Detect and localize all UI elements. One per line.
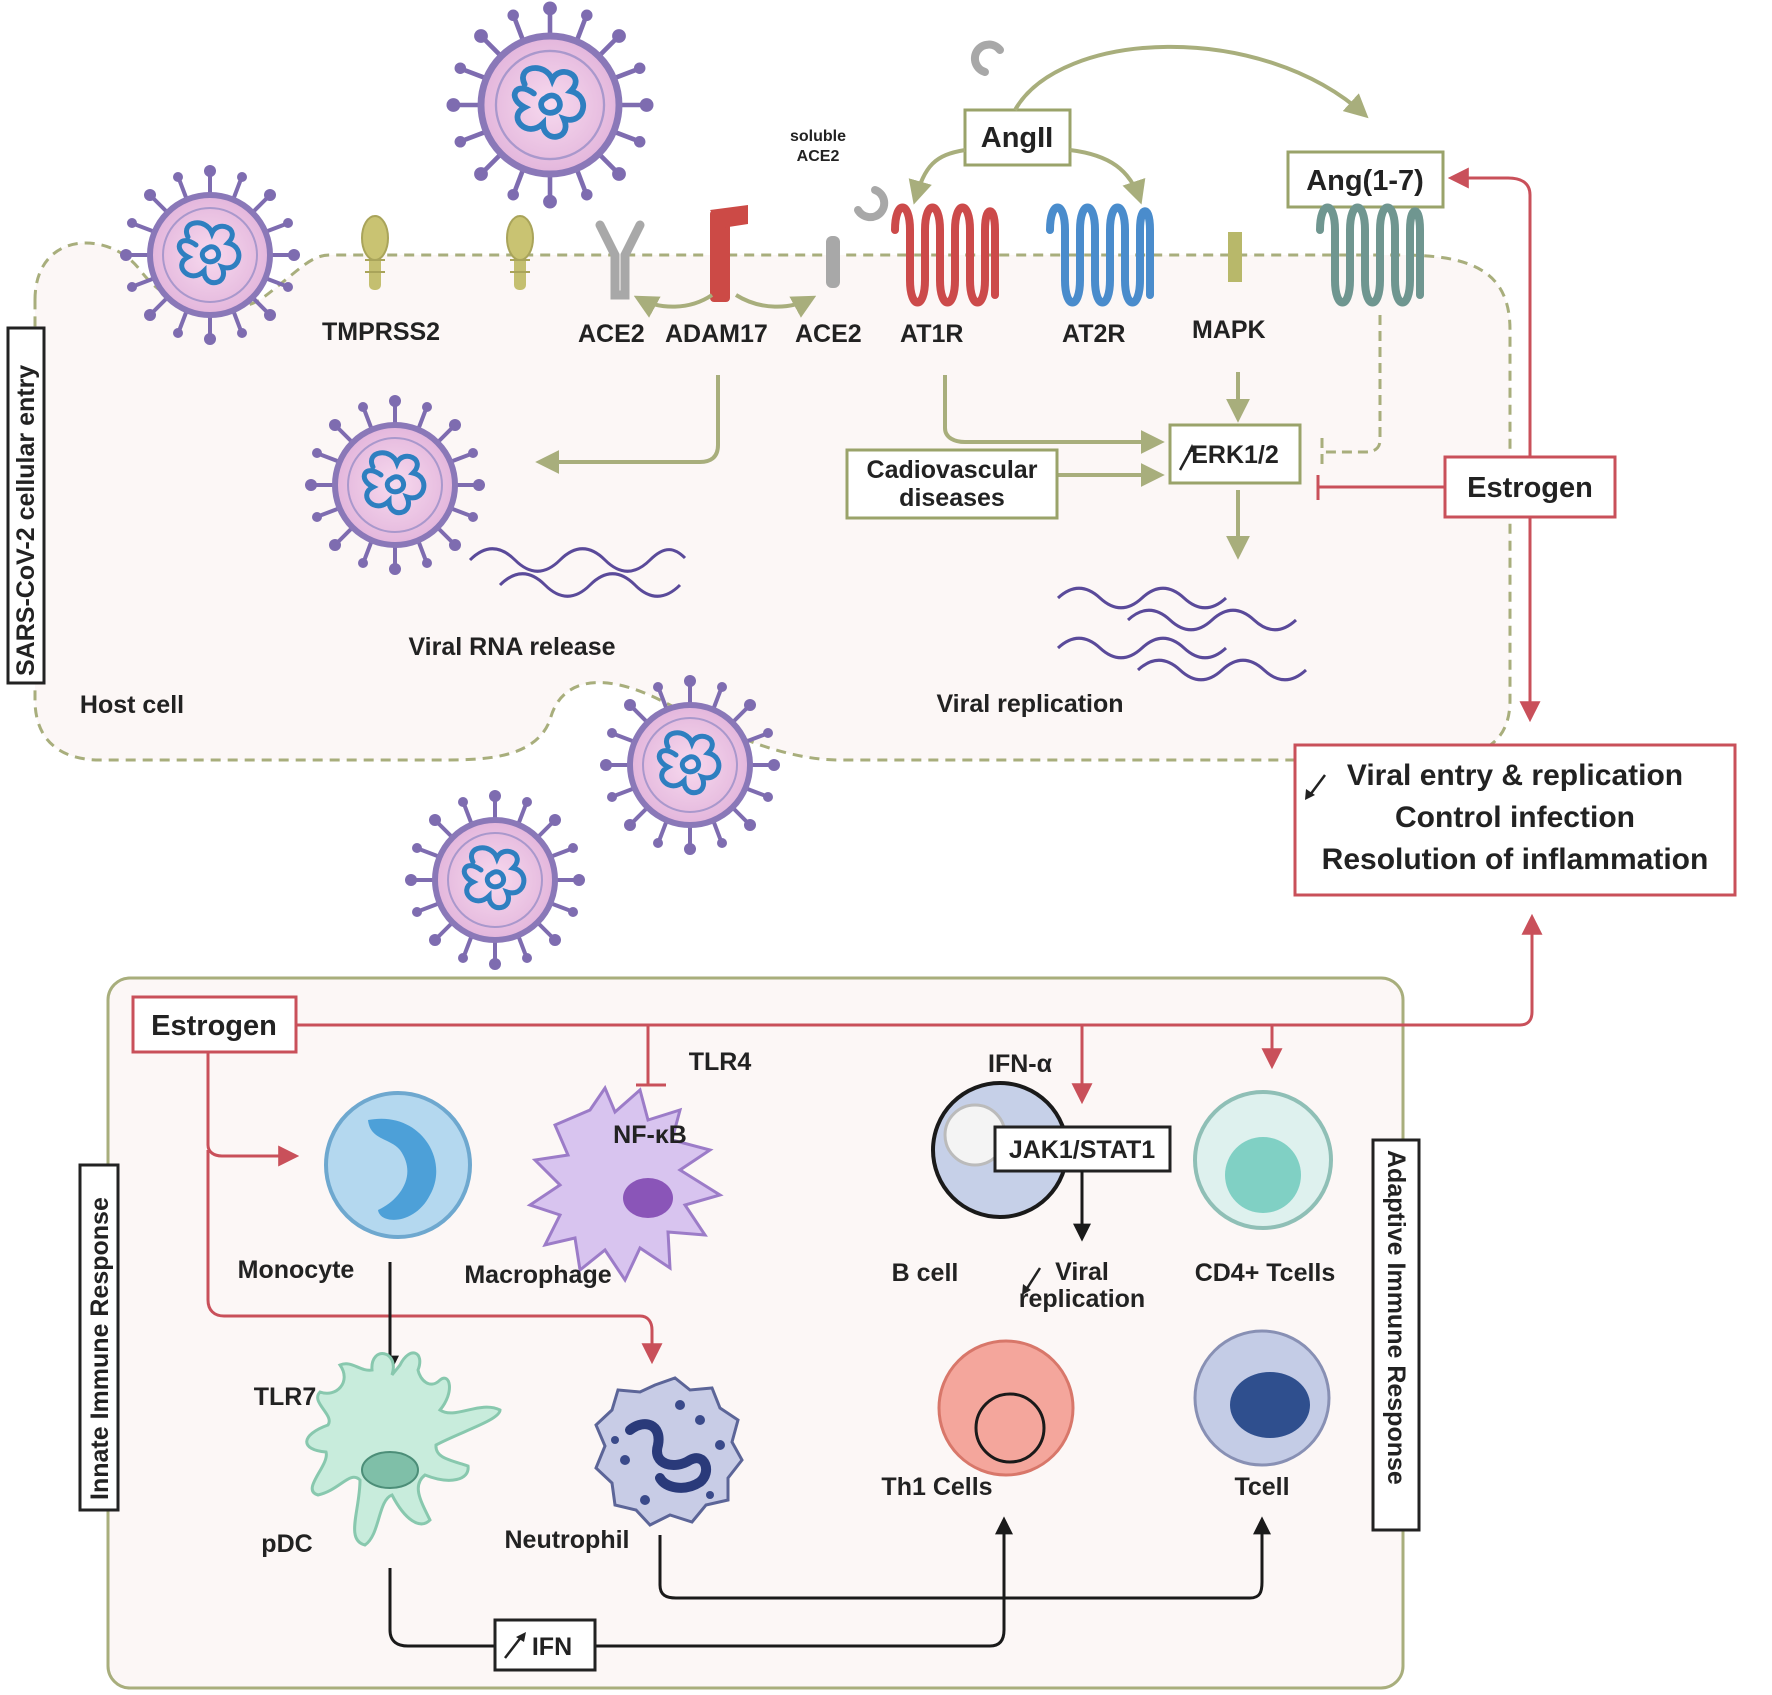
innate-side-label-text: Innate Immune Response	[86, 1197, 114, 1500]
ifn-box	[493, 1618, 597, 1672]
adam17-entry-arrow	[535, 375, 720, 474]
virus-particle-budding	[600, 675, 780, 855]
estrogen-top-label: Estrogen	[1467, 472, 1593, 504]
soluble-ace2-label-1: soluble	[790, 128, 846, 145]
mapk-icon	[1228, 232, 1242, 282]
mapk-label: MAPK	[1192, 316, 1266, 344]
ifn-label: IFN	[532, 1633, 572, 1661]
cd4-label: CD4+ Tcells	[1195, 1259, 1336, 1287]
tlr7-label: TLR7	[254, 1383, 317, 1411]
host-cell-label: Host cell	[80, 691, 184, 719]
host-cell	[33, 241, 1512, 762]
pdc-to-th1-arrow	[388, 1516, 1013, 1648]
viral-replication-label: Viral replication	[936, 690, 1123, 718]
mas-receptor-icon	[1316, 203, 1424, 307]
estrogen-to-neutrophil-arrow	[206, 1150, 663, 1365]
outcome-line-3: Resolution of inflammation	[1322, 843, 1709, 876]
viral-replication-strands	[1056, 586, 1308, 682]
estrogen-inhibit-erk-line	[1316, 475, 1445, 500]
tmprss2-label: TMPRSS2	[322, 318, 440, 346]
angII-to-ang17-arrow	[1013, 44, 1369, 119]
pdc-cell	[305, 1351, 502, 1547]
tlr4-label: TLR4	[689, 1048, 752, 1076]
monocyte-cell	[324, 1091, 472, 1239]
viral-replication-bottom-label-2: replication	[1019, 1285, 1145, 1313]
monocyte-label: Monocyte	[238, 1256, 355, 1284]
outcome-box	[1293, 743, 1737, 897]
ace2-left-label: ACE2	[578, 320, 645, 348]
at1r-to-erk-arrow	[943, 375, 1165, 454]
virus-particle-entry	[120, 165, 300, 345]
ace2-cleaved-icon	[826, 236, 840, 288]
neutrophil-to-tcell-arrow	[658, 1516, 1271, 1600]
angII-to-at1r-arrow	[908, 148, 966, 205]
angII-label: AngII	[981, 122, 1054, 154]
viral-replication-down-icon	[1022, 1267, 1042, 1295]
soluble-ace2-icon	[854, 186, 889, 222]
at2r-receptor-icon	[1046, 203, 1154, 307]
adam17-icon	[710, 205, 748, 302]
estrogen-to-monocyte-arrow	[206, 1052, 300, 1167]
adaptive-side-label: Adaptive Immune Response	[1371, 1138, 1421, 1532]
tcell-label: Tcell	[1234, 1473, 1289, 1501]
estrogen-bottom-label: Estrogen	[151, 1010, 277, 1042]
virus-particle-exiting	[405, 790, 585, 970]
jak-stat-box	[993, 1125, 1172, 1173]
outcome-line-1: Viral entry & replication	[1347, 759, 1683, 792]
adam17-label: ADAM17	[665, 320, 768, 348]
viral-rna-release-label: Viral RNA release	[408, 633, 615, 661]
angII-box	[963, 108, 1072, 167]
virus-particle-released	[305, 395, 485, 575]
mas-inhibit-erk-line	[1320, 315, 1382, 466]
at1r-label: AT1R	[900, 320, 963, 348]
soluble-ace2-label-2: ACE2	[797, 148, 840, 165]
viral-rna-strands	[468, 547, 687, 598]
b-cell-label: B cell	[892, 1259, 959, 1287]
cardio-label-1: Cadiovascular	[867, 456, 1038, 484]
neutrophil-cell	[594, 1376, 744, 1527]
erk-label: ERK1/2	[1191, 441, 1279, 469]
th1-cell	[937, 1339, 1075, 1477]
ang17-box	[1286, 150, 1445, 209]
nfkb-label: NF-κB	[613, 1121, 687, 1149]
innate-side-label: Innate Immune Response	[78, 1163, 120, 1512]
virus-particle-top	[447, 1, 654, 208]
ace2-right-label: ACE2	[795, 320, 862, 348]
adam17-to-soluble-ace2-arrow	[734, 293, 817, 318]
th1-label: Th1 Cells	[881, 1473, 992, 1501]
outcome-down-icon	[1305, 774, 1326, 800]
entry-side-label-text: SARS-CoV-2 cellular entry	[12, 365, 40, 676]
ifn-up-icon	[504, 1632, 526, 1659]
macrophage-label: Macrophage	[464, 1261, 611, 1289]
angII-to-at2r-arrow	[1069, 148, 1146, 205]
at2r-label: AT2R	[1062, 320, 1125, 348]
immune-response-panel	[106, 976, 1405, 1690]
entry-side-label: SARS-CoV-2 cellular entry	[6, 326, 46, 685]
viral-replication-bottom-label-1: Viral	[1055, 1258, 1109, 1286]
ace2-receptor-icon	[595, 220, 645, 300]
cardio-box	[845, 448, 1059, 520]
jak-stat-label: JAK1/STAT1	[1009, 1136, 1155, 1164]
ang17-label: Ang(1-7)	[1306, 165, 1424, 197]
cd4-t-cell	[1193, 1090, 1333, 1230]
adaptive-side-label-text: Adaptive Immune Response	[1382, 1150, 1410, 1485]
estrogen-to-outcome-bottom-arrow	[296, 913, 1543, 1027]
neutrophil-label: Neutrophil	[505, 1526, 630, 1554]
estrogen-to-ang17-arrow	[1447, 167, 1532, 457]
erk-box	[1168, 423, 1302, 485]
ifn-alpha-label: IFN-α	[988, 1050, 1053, 1078]
at1r-receptor-icon	[891, 203, 999, 307]
outcome-line-2: Control infection	[1395, 801, 1635, 834]
t-cell	[1193, 1329, 1331, 1467]
pdc-label: pDC	[261, 1530, 312, 1558]
cardio-label-2: diseases	[899, 484, 1005, 512]
adam17-to-ace2-arrow	[633, 293, 714, 318]
macrophage-cell	[526, 1084, 724, 1284]
angiotensin-fragment-icon	[970, 40, 1004, 76]
estrogen-bottom-box	[131, 995, 298, 1054]
estrogen-inhibit-tlr4-line	[636, 1025, 666, 1087]
erk-up-icon	[1178, 444, 1196, 471]
